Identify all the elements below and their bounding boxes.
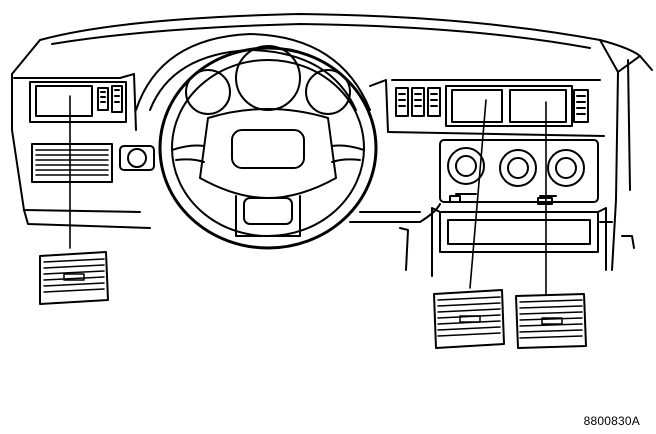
climate-control-panel — [439, 139, 599, 205]
figure-code: 8800830A — [583, 414, 640, 428]
steering-wheel — [158, 45, 378, 250]
left-vent-panel-part — [39, 251, 109, 305]
left-upper-vent-panel — [29, 81, 127, 123]
center-console — [399, 207, 635, 277]
center-vent-right-part — [515, 293, 587, 349]
center-upper-vent-housing — [445, 85, 573, 127]
center-vent-left-part — [433, 289, 505, 349]
left-lower-grille — [31, 143, 155, 183]
leader-lines — [69, 95, 547, 295]
center-switch-bank — [395, 87, 589, 123]
